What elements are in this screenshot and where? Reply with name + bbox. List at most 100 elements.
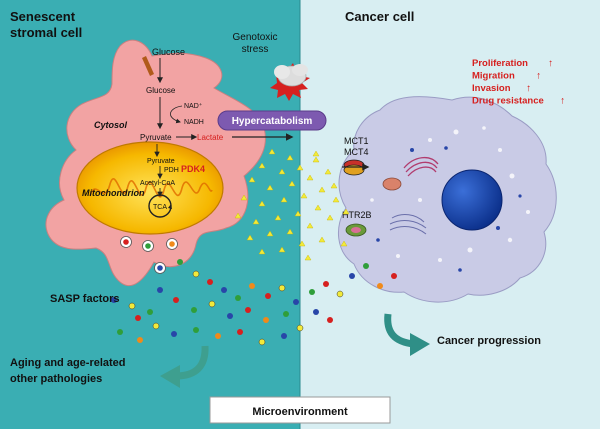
lactate-triangle	[258, 248, 266, 255]
sasp-factor-dot	[135, 315, 141, 321]
genotoxic-stress-line2: stress	[242, 44, 269, 55]
microenvironment-label: Microenvironment	[252, 406, 348, 418]
sasp-factor-dot	[177, 259, 183, 265]
sasp-factor-dot	[137, 337, 143, 343]
sasp-factor-dot	[235, 295, 241, 301]
lactate-triangle	[258, 200, 266, 207]
sasp-factor-dot	[128, 302, 136, 310]
sasp-factor-dot	[117, 329, 123, 335]
er-icon	[389, 214, 427, 235]
vesicle-dots-icon	[370, 126, 530, 262]
lactate-triangle	[268, 148, 276, 155]
sasp-factor-dot	[258, 338, 266, 346]
lactate-label: Lactate	[197, 133, 224, 142]
mitochondrion-label: Mitochondrion	[82, 188, 145, 198]
lactate-triangle	[312, 150, 320, 157]
lactate-triangle	[240, 194, 248, 201]
sasp-factor-dot	[147, 309, 153, 315]
mct4-label: MCT4	[344, 147, 369, 157]
sasp-factor-dot	[363, 263, 369, 269]
aging-curved-arrow-icon	[160, 345, 209, 388]
nad-cycle-arrow	[170, 105, 183, 124]
sasp-factor-dot	[313, 309, 319, 315]
lactate-triangle	[266, 230, 274, 237]
sasp-vesicle-core	[145, 243, 151, 249]
phenotype-label: Invasion	[472, 83, 511, 94]
lactate-triangle	[246, 234, 254, 241]
sasp-vesicle-core	[169, 241, 175, 247]
sasp-factor-dot	[111, 297, 117, 303]
nad-label: NAD⁺	[184, 102, 203, 110]
aging-label-line2: other pathologies	[10, 373, 102, 385]
sasp-factor-dot	[391, 273, 397, 279]
lactate-triangle	[318, 236, 326, 243]
lactate-triangle	[300, 192, 308, 199]
glucose-outside-label: Glucose	[152, 47, 185, 57]
sasp-factor-dot	[227, 313, 233, 319]
blue-granules-icon	[376, 146, 522, 272]
lactate-triangle	[278, 168, 286, 175]
sasp-factor-dot	[192, 270, 200, 278]
sasp-factor-dot	[296, 324, 304, 332]
sasp-factor-dot	[377, 283, 383, 289]
golgi-icon	[403, 157, 439, 177]
lactate-triangle	[266, 184, 274, 191]
hypercatabolism-badge: Hypercatabolism	[217, 110, 327, 131]
lactate-triangle	[286, 154, 294, 161]
nadh-label: NADH	[184, 119, 204, 126]
mct-transporter-icon	[342, 159, 370, 176]
lactate-triangle	[252, 218, 260, 225]
sasp-factor-dot	[309, 289, 315, 295]
lactate-triangle	[304, 254, 312, 261]
sasp-factor-dot	[283, 311, 289, 317]
sasp-factor-dot	[221, 287, 227, 293]
sasp-factor-dot	[327, 317, 333, 323]
sasp-factor-dot	[293, 299, 299, 305]
lactate-triangle	[332, 196, 340, 203]
lactate-triangle	[296, 164, 304, 171]
lactate-triangle	[278, 246, 286, 253]
up-arrow-icon: ↑	[536, 71, 541, 82]
lactate-triangle	[248, 176, 256, 183]
lactate-triangles	[234, 148, 350, 261]
sasp-factor-dot	[323, 281, 329, 287]
lactate-triangle	[280, 196, 288, 203]
sasp-factor-dot	[278, 284, 286, 292]
sasp-vesicle-core	[157, 265, 163, 271]
sasp-factor-dot	[349, 273, 355, 279]
sasp-factor-dot	[157, 287, 163, 293]
left-panel-title-line1: Senescent	[10, 9, 76, 24]
sasp-factor-dot	[191, 307, 197, 313]
pyruvate-label: Pyruvate	[140, 133, 172, 142]
up-arrow-icon: ↑	[560, 96, 565, 107]
lactate-triangle	[306, 222, 314, 229]
lactate-triangle	[324, 168, 332, 175]
lactate-triangle	[288, 180, 296, 187]
sasp-factor-dot	[208, 300, 216, 308]
lactate-triangle	[306, 174, 314, 181]
tca-cycle-arrowhead-icon	[168, 204, 172, 209]
mito-pyruvate-label: Pyruvate	[147, 158, 175, 165]
up-arrow-icon: ↑	[526, 83, 531, 94]
phenotype-label: Migration	[472, 71, 515, 82]
sasp-factor-dot	[207, 279, 213, 285]
sasp-factor-dot	[263, 317, 269, 323]
sasp-factor-dot	[245, 307, 251, 313]
pdh-label: PDH	[164, 167, 179, 174]
microenvironment-box	[209, 396, 391, 424]
sasp-factor-dot	[193, 327, 199, 333]
right-panel-title: Cancer cell	[345, 9, 414, 24]
sasp-factor-dot	[265, 293, 271, 299]
sasp-vesicle-core	[123, 239, 129, 245]
lactate-triangle	[274, 214, 282, 221]
htr2b-label: HTR2B	[342, 210, 372, 220]
tca-label: TCA	[153, 204, 167, 211]
lactate-triangle	[342, 208, 350, 215]
mitochondrion	[76, 141, 224, 235]
sasp-factor-dot	[237, 329, 243, 335]
nucleus	[441, 169, 503, 231]
lactate-triangle	[234, 212, 242, 219]
lactate-triangle	[326, 214, 334, 221]
